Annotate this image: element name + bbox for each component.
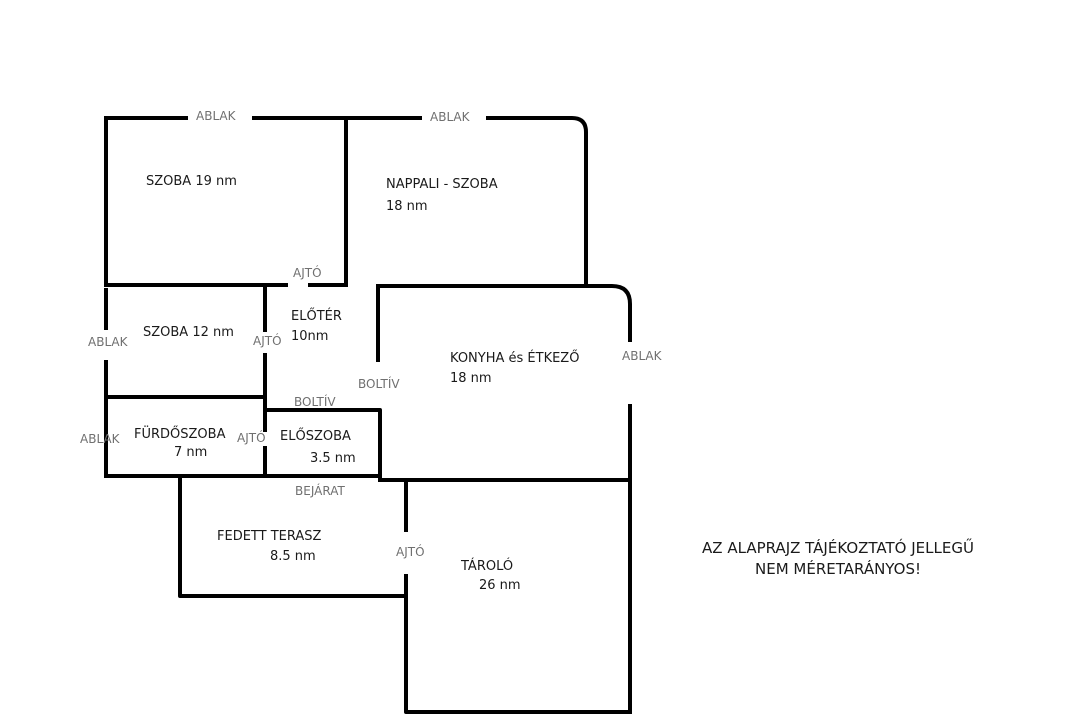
room-label-szoba19: SZOBA 19 nm — [146, 174, 237, 189]
room-label-szoba12: SZOBA 12 nm — [143, 325, 234, 340]
room-label-eloszoba: ELŐSZOBA — [280, 429, 351, 444]
window-label: ABLAK — [88, 335, 128, 349]
room-label-konyha: KONYHA és ÉTKEZŐ — [450, 351, 580, 366]
room-area-konyha: 18 nm — [450, 371, 492, 386]
wall-top-right — [344, 116, 588, 288]
arch-label: BOLTÍV — [358, 377, 400, 391]
door-label: AJTÓ — [396, 545, 425, 559]
room-area-terasz: 8.5 nm — [270, 549, 316, 564]
window-label: ABLAK — [196, 109, 236, 123]
door-label: AJTÓ — [293, 266, 322, 280]
window-label: ABLAK — [622, 349, 662, 363]
room-label-furdo: FÜRDŐSZOBA — [134, 427, 226, 442]
room-label-tarolo: TÁROLÓ — [461, 559, 514, 574]
wall-hall-arch — [263, 408, 382, 480]
entrance-label: BEJÁRAT — [295, 484, 345, 498]
disclaimer-line-2: NEM MÉRETARÁNYOS! — [755, 560, 921, 578]
wall-storage-left — [404, 574, 632, 714]
window-label: ABLAK — [80, 432, 120, 446]
room-label-eloter: ELŐTÉR — [291, 309, 342, 324]
disclaimer-line-1: AZ ALAPRAJZ TÁJÉKOZTATÓ JELLEGŰ — [702, 539, 974, 557]
room-label-terasz: FEDETT TERASZ — [217, 529, 322, 544]
arch-label: BOLTÍV — [294, 395, 336, 409]
wall-terrace — [178, 476, 408, 598]
room-area-tarolo: 26 nm — [479, 578, 521, 593]
window-label: ABLAK — [430, 110, 470, 124]
door-label: AJTÓ — [237, 431, 266, 445]
room-label-nappali: NAPPALI - SZOBA — [386, 177, 498, 192]
room-area-nappali: 18 nm — [386, 199, 428, 214]
room-area-eloszoba: 3.5 nm — [310, 451, 356, 466]
door-label: AJTÓ — [253, 334, 282, 348]
wall-kitchen-top — [376, 284, 632, 362]
room-area-eloter: 10nm — [291, 329, 329, 344]
disclaimer-note: AZ ALAPRAJZ TÁJÉKOZTATÓ JELLEGŰ NEM MÉRE… — [648, 538, 1028, 580]
room-area-furdo: 7 nm — [174, 445, 208, 460]
